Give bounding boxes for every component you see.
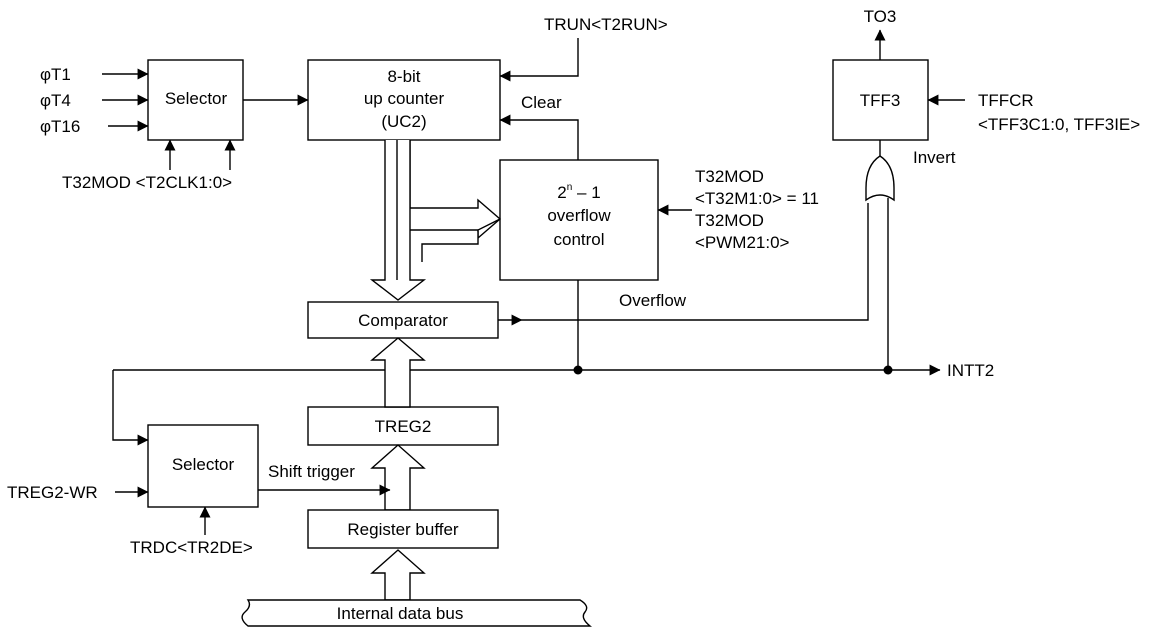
overflow-exp: n xyxy=(567,182,573,193)
bus-counter-to-comparator xyxy=(369,140,427,301)
counter-label-1: 8-bit xyxy=(387,67,420,86)
selector-top-label: Selector xyxy=(165,89,228,108)
signal-clear: Clear xyxy=(521,93,562,112)
selector-top-box xyxy=(147,59,244,141)
data-bus-label: Internal data bus xyxy=(337,604,464,623)
input-t32mod-pwm-2: <PWM21:0> xyxy=(695,233,790,252)
signal-shift-trigger: Shift trigger xyxy=(268,462,355,481)
input-t32mod-clk: T32MOD <T2CLK1:0> xyxy=(62,173,232,192)
signal-overflow: Overflow xyxy=(619,291,687,310)
or-gate xyxy=(865,155,895,202)
junction-1 xyxy=(573,365,583,375)
bus-data-to-buffer xyxy=(370,549,426,601)
selector-bottom-label: Selector xyxy=(172,455,235,474)
internal-data-bus xyxy=(241,599,592,627)
wire-intt2-to-selector xyxy=(112,370,149,446)
wire-clear xyxy=(499,114,579,160)
treg2-label: TREG2 xyxy=(375,417,432,436)
input-trun: TRUN<T2RUN> xyxy=(544,15,668,34)
comparator-label: Comparator xyxy=(358,311,448,330)
overflow-tail: – 1 xyxy=(572,183,600,202)
overflow-control-box xyxy=(499,159,659,281)
counter-label-3: (UC2) xyxy=(381,112,426,131)
signal-invert: Invert xyxy=(913,148,956,167)
bus-treg2-to-comparator xyxy=(370,337,426,408)
input-tffcr-1: TFFCR xyxy=(978,91,1034,110)
selector-bottom-box xyxy=(147,424,259,508)
counter-box xyxy=(307,59,501,141)
input-phi-t1: φT1 xyxy=(40,65,71,84)
input-treg2-wr: TREG2-WR xyxy=(7,483,98,502)
input-phi-t16: φT16 xyxy=(40,117,80,136)
output-intt2: INTT2 xyxy=(947,361,994,380)
register-buffer-label: Register buffer xyxy=(347,520,459,539)
overflow-base: 2 xyxy=(557,183,566,202)
tff3-label: TFF3 xyxy=(860,91,901,110)
treg2-box xyxy=(307,406,499,446)
input-tffcr-2: <TFF3C1:0, TFF3IE> xyxy=(978,115,1140,134)
overflow-control-label-2: overflow xyxy=(547,206,611,225)
wire-comparator-to-or xyxy=(522,203,869,321)
overflow-control-label-1: 2n – 1 xyxy=(557,182,600,202)
bus-counter-to-overflow xyxy=(395,140,502,240)
input-t32mod-m-1: T32MOD xyxy=(695,167,764,186)
counter-label-2: up counter xyxy=(364,89,445,108)
output-to3: TO3 xyxy=(864,7,897,26)
bus-comparator-to-overflow xyxy=(421,218,501,262)
register-buffer-box xyxy=(307,509,499,549)
input-t32mod-pwm-1: T32MOD xyxy=(695,211,764,230)
input-trdc: TRDC<TR2DE> xyxy=(130,538,253,557)
input-phi-t4: φT4 xyxy=(40,91,71,110)
bus-buffer-to-treg2 xyxy=(370,444,426,511)
input-t32mod-m-2: <T32M1:0> = 11 xyxy=(695,189,819,208)
overflow-control-label-3: control xyxy=(553,230,604,249)
wire-trun xyxy=(499,38,579,82)
